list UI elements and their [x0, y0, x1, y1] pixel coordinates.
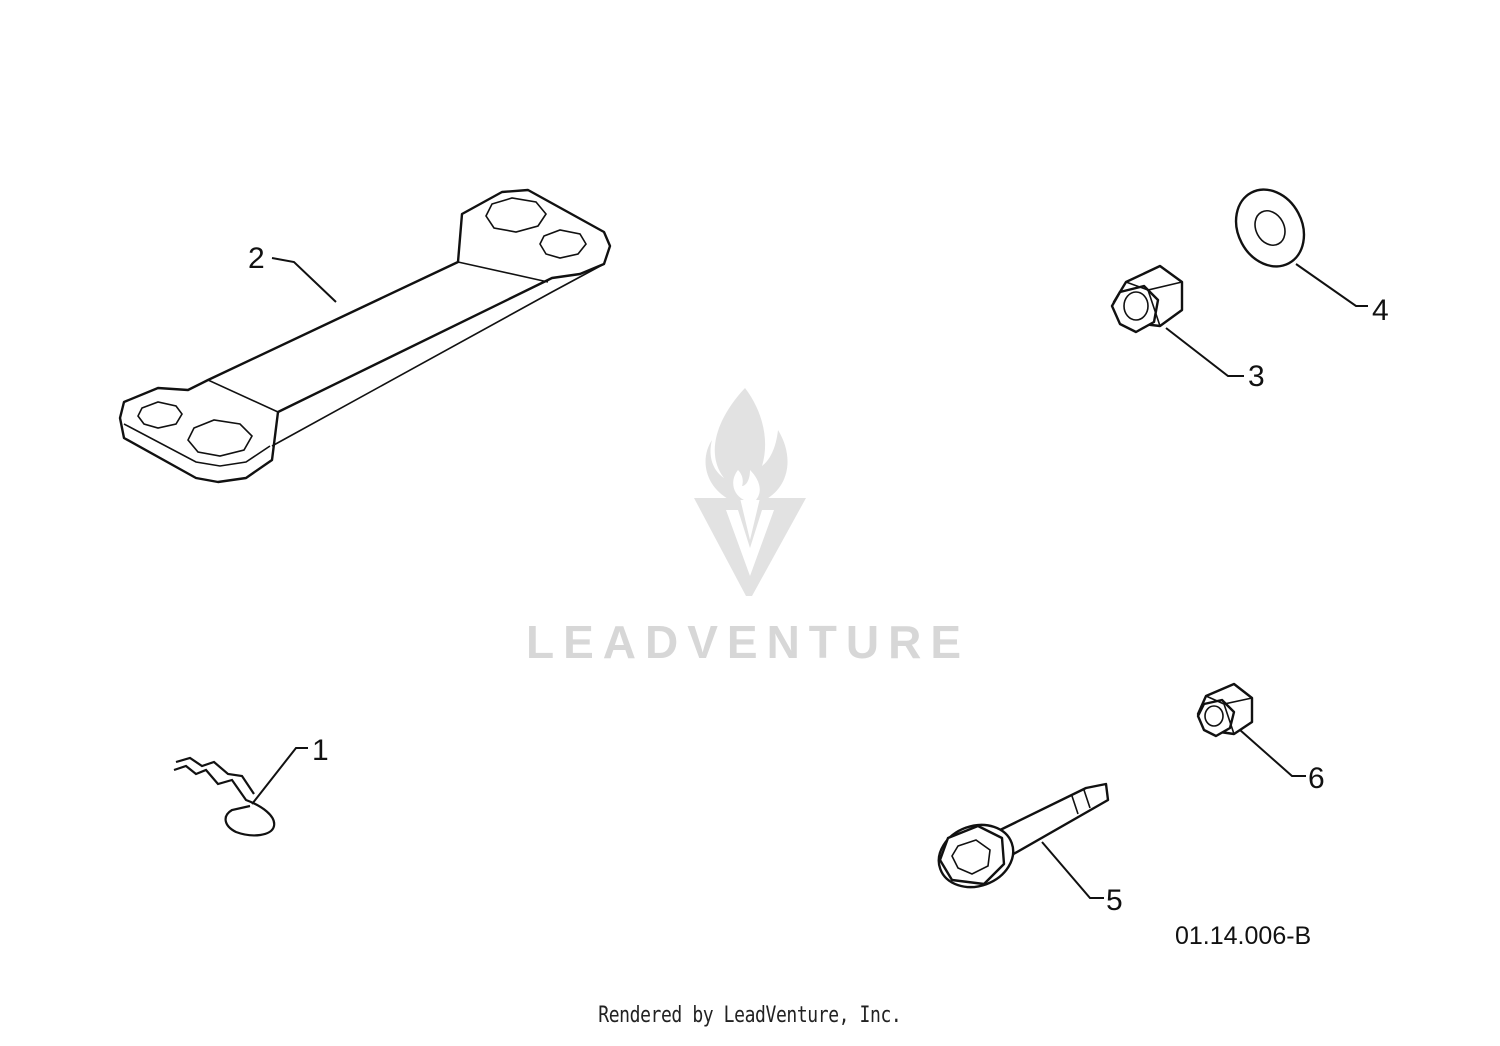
rendered-by-footer: Rendered by LeadVenture, Inc.	[598, 1003, 902, 1028]
callout-3: 3	[1248, 360, 1265, 393]
leader-6	[1239, 729, 1306, 777]
leader-lines	[251, 257, 1368, 899]
callout-2: 2	[248, 242, 265, 275]
callout-4: 4	[1372, 294, 1389, 327]
watermark-text: LEADVENTURE	[526, 616, 970, 668]
callout-6: 6	[1308, 762, 1325, 795]
flat-washer-icon	[1234, 188, 1306, 268]
leader-5	[1041, 841, 1104, 899]
callout-numbers: 2 3 4 5 6 1	[248, 242, 1389, 917]
leader-4	[1295, 263, 1368, 307]
flange-bolt-icon	[937, 782, 1110, 889]
callout-1: 1	[312, 734, 329, 767]
hex-lock-nut-small-icon	[1196, 682, 1254, 738]
leader-3	[1165, 327, 1244, 377]
flame-logo-icon	[694, 388, 806, 596]
leadventure-watermark: LEADVENTURE	[526, 388, 970, 668]
leader-1	[251, 747, 308, 805]
callout-5: 5	[1106, 884, 1123, 917]
leader-2	[271, 257, 337, 303]
spacer-plate-icon	[118, 188, 612, 484]
diagram-code: 01.14.006-B	[1175, 922, 1311, 950]
hair-pin-clip-icon	[173, 756, 276, 837]
hex-lock-nut-icon	[1110, 264, 1184, 334]
